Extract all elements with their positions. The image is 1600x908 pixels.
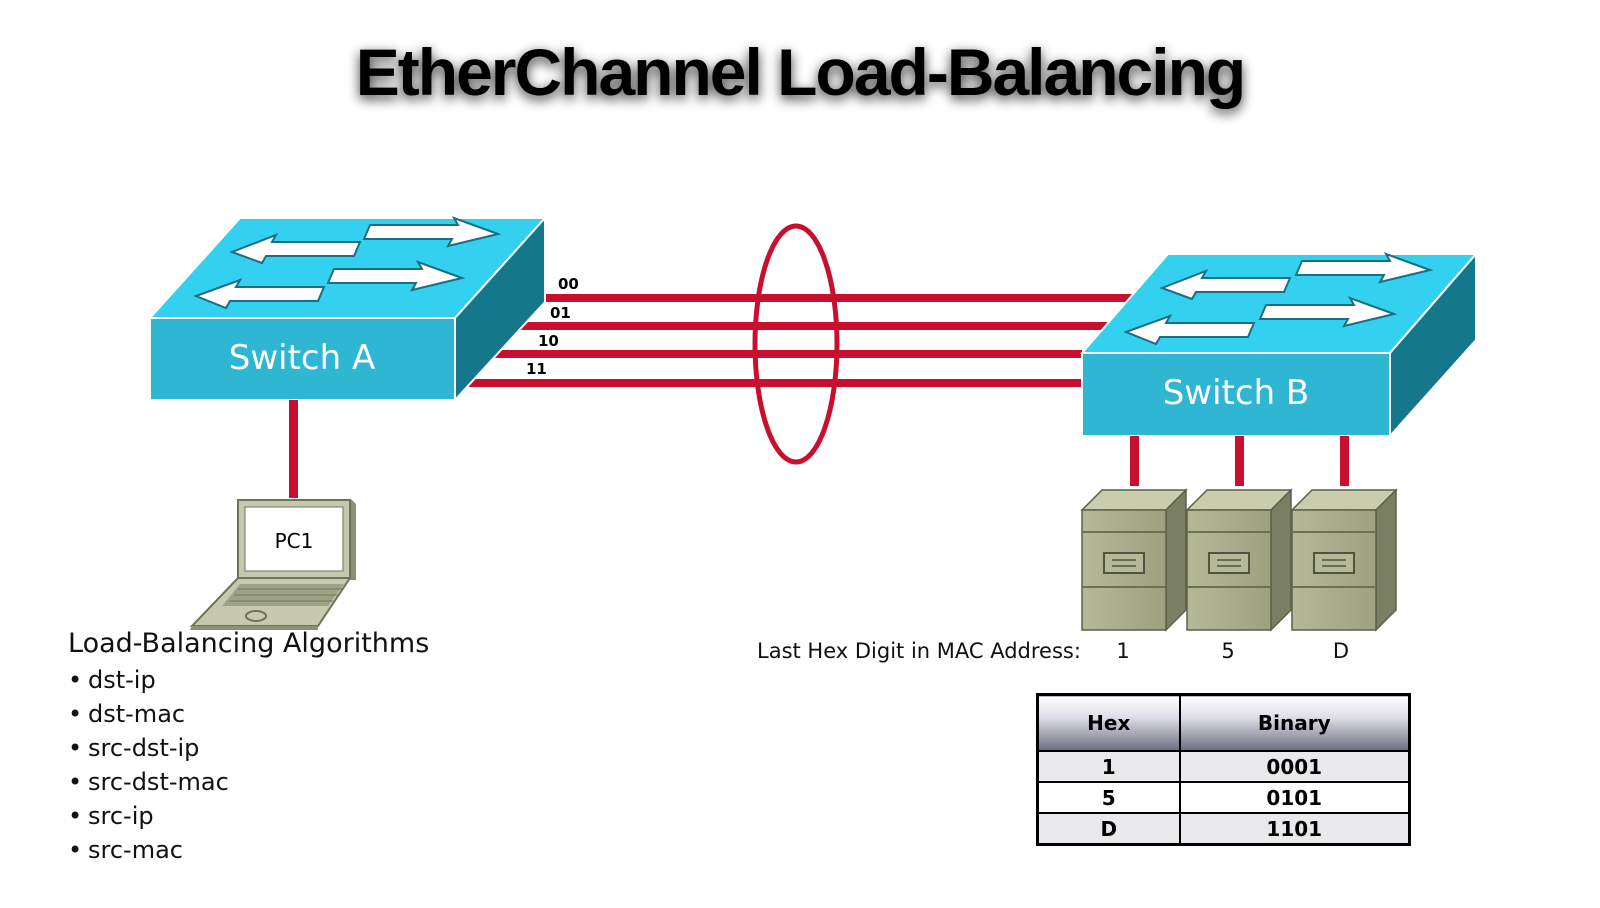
algorithm-name: dst-mac: [88, 700, 186, 728]
algorithm-name: dst-ip: [88, 666, 156, 694]
algorithms-items: •dst-ip •dst-mac •src-dst-ip •src-dst-ma…: [68, 663, 429, 867]
list-item: •dst-mac: [68, 697, 429, 731]
algorithm-name: src-dst-mac: [88, 768, 229, 796]
server-d: [1290, 488, 1398, 632]
mac-digit-d: D: [1333, 639, 1349, 663]
link-01: [508, 322, 1108, 330]
switch-icon: [1079, 251, 1479, 439]
table-row: 1 0001: [1036, 750, 1411, 783]
link-label-10: 10: [538, 332, 559, 350]
table-cell-hex: 5: [1036, 781, 1181, 814]
server-5: [1185, 488, 1293, 632]
list-item: •src-dst-ip: [68, 731, 429, 765]
list-item: •dst-ip: [68, 663, 429, 697]
table-header-row: Hex Binary: [1036, 693, 1411, 752]
switch-a-label: Switch A: [229, 338, 375, 378]
laptop-icon: [189, 499, 356, 630]
algorithm-name: src-dst-ip: [88, 734, 200, 762]
server-icon: [1080, 488, 1188, 632]
column-header-hex: Hex: [1036, 693, 1181, 752]
table-cell-binary: 1101: [1178, 812, 1411, 846]
server-icon: [1185, 488, 1293, 632]
server-links: [1130, 436, 1349, 486]
server-link-1: [1130, 436, 1139, 486]
bullet-icon: •: [68, 802, 83, 830]
switch-b-label: Switch B: [1163, 373, 1310, 413]
table-cell-hex: D: [1036, 812, 1181, 846]
bullet-icon: •: [68, 700, 83, 728]
switch-a: Switch A: [147, 215, 548, 403]
pc1-label: PC1: [275, 529, 314, 553]
mac-digit-1: 1: [1116, 639, 1129, 663]
list-item: •src-ip: [68, 799, 429, 833]
algorithms-heading: Load-Balancing Algorithms: [68, 628, 430, 659]
table-row: D 1101: [1036, 812, 1411, 846]
table-cell-binary: 0101: [1178, 781, 1411, 814]
pc-link: [289, 400, 298, 498]
link-11: [458, 379, 1088, 387]
link-label-01: 01: [550, 304, 571, 322]
switch-icon: [147, 215, 548, 403]
server-icon: [1290, 488, 1398, 632]
link-10: [482, 350, 1082, 358]
mac-digit-5: 5: [1221, 639, 1234, 663]
server-link-d: [1340, 436, 1349, 486]
server-1: [1080, 488, 1188, 632]
link-label-00: 00: [558, 275, 579, 293]
switch-b: Switch B: [1079, 251, 1479, 439]
bullet-icon: •: [68, 666, 83, 694]
table-cell-binary: 0001: [1178, 750, 1411, 783]
algorithms-list: Load-Balancing Algorithms •dst-ip •dst-m…: [68, 628, 429, 867]
list-item: •src-mac: [68, 833, 429, 867]
table-cell-hex: 1: [1036, 750, 1181, 783]
page-title: EtherChannel Load-Balancing: [356, 35, 1244, 109]
mac-digit-label: Last Hex Digit in MAC Address:: [757, 639, 1081, 663]
bullet-icon: •: [68, 768, 83, 796]
table-row: 5 0101: [1036, 781, 1411, 814]
column-header-binary: Binary: [1178, 693, 1411, 752]
bullet-icon: •: [68, 836, 83, 864]
algorithm-name: src-ip: [88, 802, 154, 830]
hex-binary-table: Hex Binary 1 0001 5 0101 D 1101: [1036, 693, 1411, 846]
pc1: PC1: [189, 499, 356, 630]
link-label-11: 11: [526, 360, 547, 378]
server-link-5: [1235, 436, 1244, 486]
list-item: •src-dst-mac: [68, 765, 429, 799]
etherchannel-bundle-icon: [752, 223, 840, 465]
algorithm-name: src-mac: [88, 836, 183, 864]
bullet-icon: •: [68, 734, 83, 762]
